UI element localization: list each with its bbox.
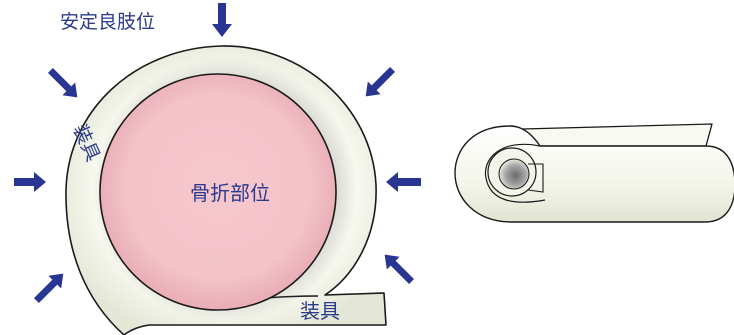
compression-arrows (14, 3, 421, 304)
arrow-up-left-icon (384, 254, 415, 285)
arrow-down-right-icon (47, 67, 78, 98)
arrow-left-icon (386, 172, 421, 192)
rolled-brace-core-edge (527, 163, 544, 193)
brace-bottom-label: 装具 (300, 299, 340, 323)
brace-spiral-figure (65, 45, 387, 335)
arrow-down-icon (212, 3, 232, 37)
rolled-brace-figure (454, 123, 734, 223)
arrow-right-icon (14, 172, 46, 192)
rolled-brace-inner-layer (484, 143, 546, 203)
arrow-up-right-icon (33, 273, 64, 304)
title-position-label: 安定良肢位 (60, 11, 155, 33)
rolled-brace-core-hole (498, 158, 530, 190)
fracture-site-label: 骨折部位 (190, 181, 270, 205)
arrow-down-left-icon (365, 66, 396, 97)
fracture-site-disc (99, 73, 337, 311)
